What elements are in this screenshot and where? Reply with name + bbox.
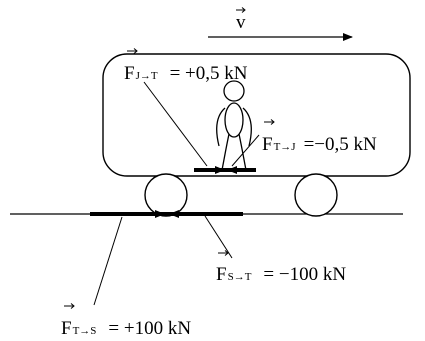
velocity-vector: v [208,7,353,41]
label-f-t-s: FT→S= +100 kN [61,303,191,339]
label-f-t-j: FT→J=−0,5 kN [262,119,377,155]
vector-accent [64,303,75,309]
wheel-left [144,173,188,217]
person-right-arm [242,107,252,147]
person-left-arm [216,107,226,147]
track-contact-bar [90,212,243,216]
leader-line-t-s [93,216,123,306]
label-f-s-t: FS→T= −100 kN [216,250,346,285]
vector-accent [264,119,275,125]
wagon-body [102,53,411,177]
person-head [223,80,245,102]
leader-line-s-t [204,215,233,259]
svg-text:FT→J=−0,5 kN: FT→J=−0,5 kN [262,134,377,155]
svg-text:FT→S= +100 kN: FT→S= +100 kN [61,318,191,339]
person-torso [224,102,244,138]
leader-line-t-j [231,134,260,167]
wagon-floor-contact-bar [194,168,256,172]
vector-accent [127,48,138,54]
wheel-right [294,173,338,217]
vector-accent [218,250,229,256]
leader-line-j-t [143,81,208,167]
svg-text:FJ→T= +0,5 kN: FJ→T= +0,5 kN [124,63,248,84]
person-figure [216,80,252,171]
label-f-j-t: FJ→T= +0,5 kN [124,48,248,84]
svg-text:FS→T= −100 kN: FS→T= −100 kN [216,264,346,285]
velocity-label: v [236,12,246,33]
